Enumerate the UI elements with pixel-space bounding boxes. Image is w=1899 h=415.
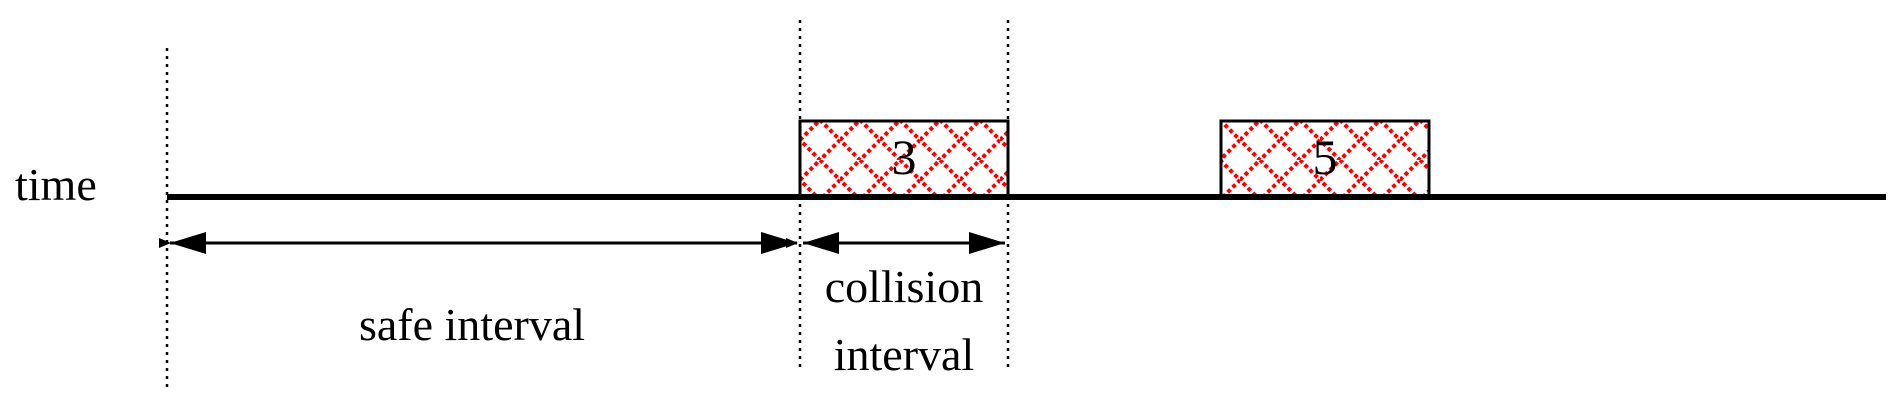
collision-interval-label-line1: collision	[825, 261, 983, 312]
occupied-block-3: 3	[798, 119, 1010, 199]
occupied-block-5: 5	[1219, 119, 1431, 199]
collision-interval-label-line2: interval	[834, 329, 975, 380]
safe-interval-right-arrowhead	[761, 232, 797, 254]
time-axis-label: time	[15, 159, 97, 210]
block-5-label: 5	[1313, 129, 1338, 185]
safe-interval-label: safe interval	[359, 299, 585, 350]
collision-interval-right-arrowhead	[969, 232, 1005, 254]
block-3-label: 3	[892, 129, 917, 185]
collision-interval-left-arrowhead	[803, 232, 839, 254]
safe-interval-left-arrowhead	[170, 232, 206, 254]
